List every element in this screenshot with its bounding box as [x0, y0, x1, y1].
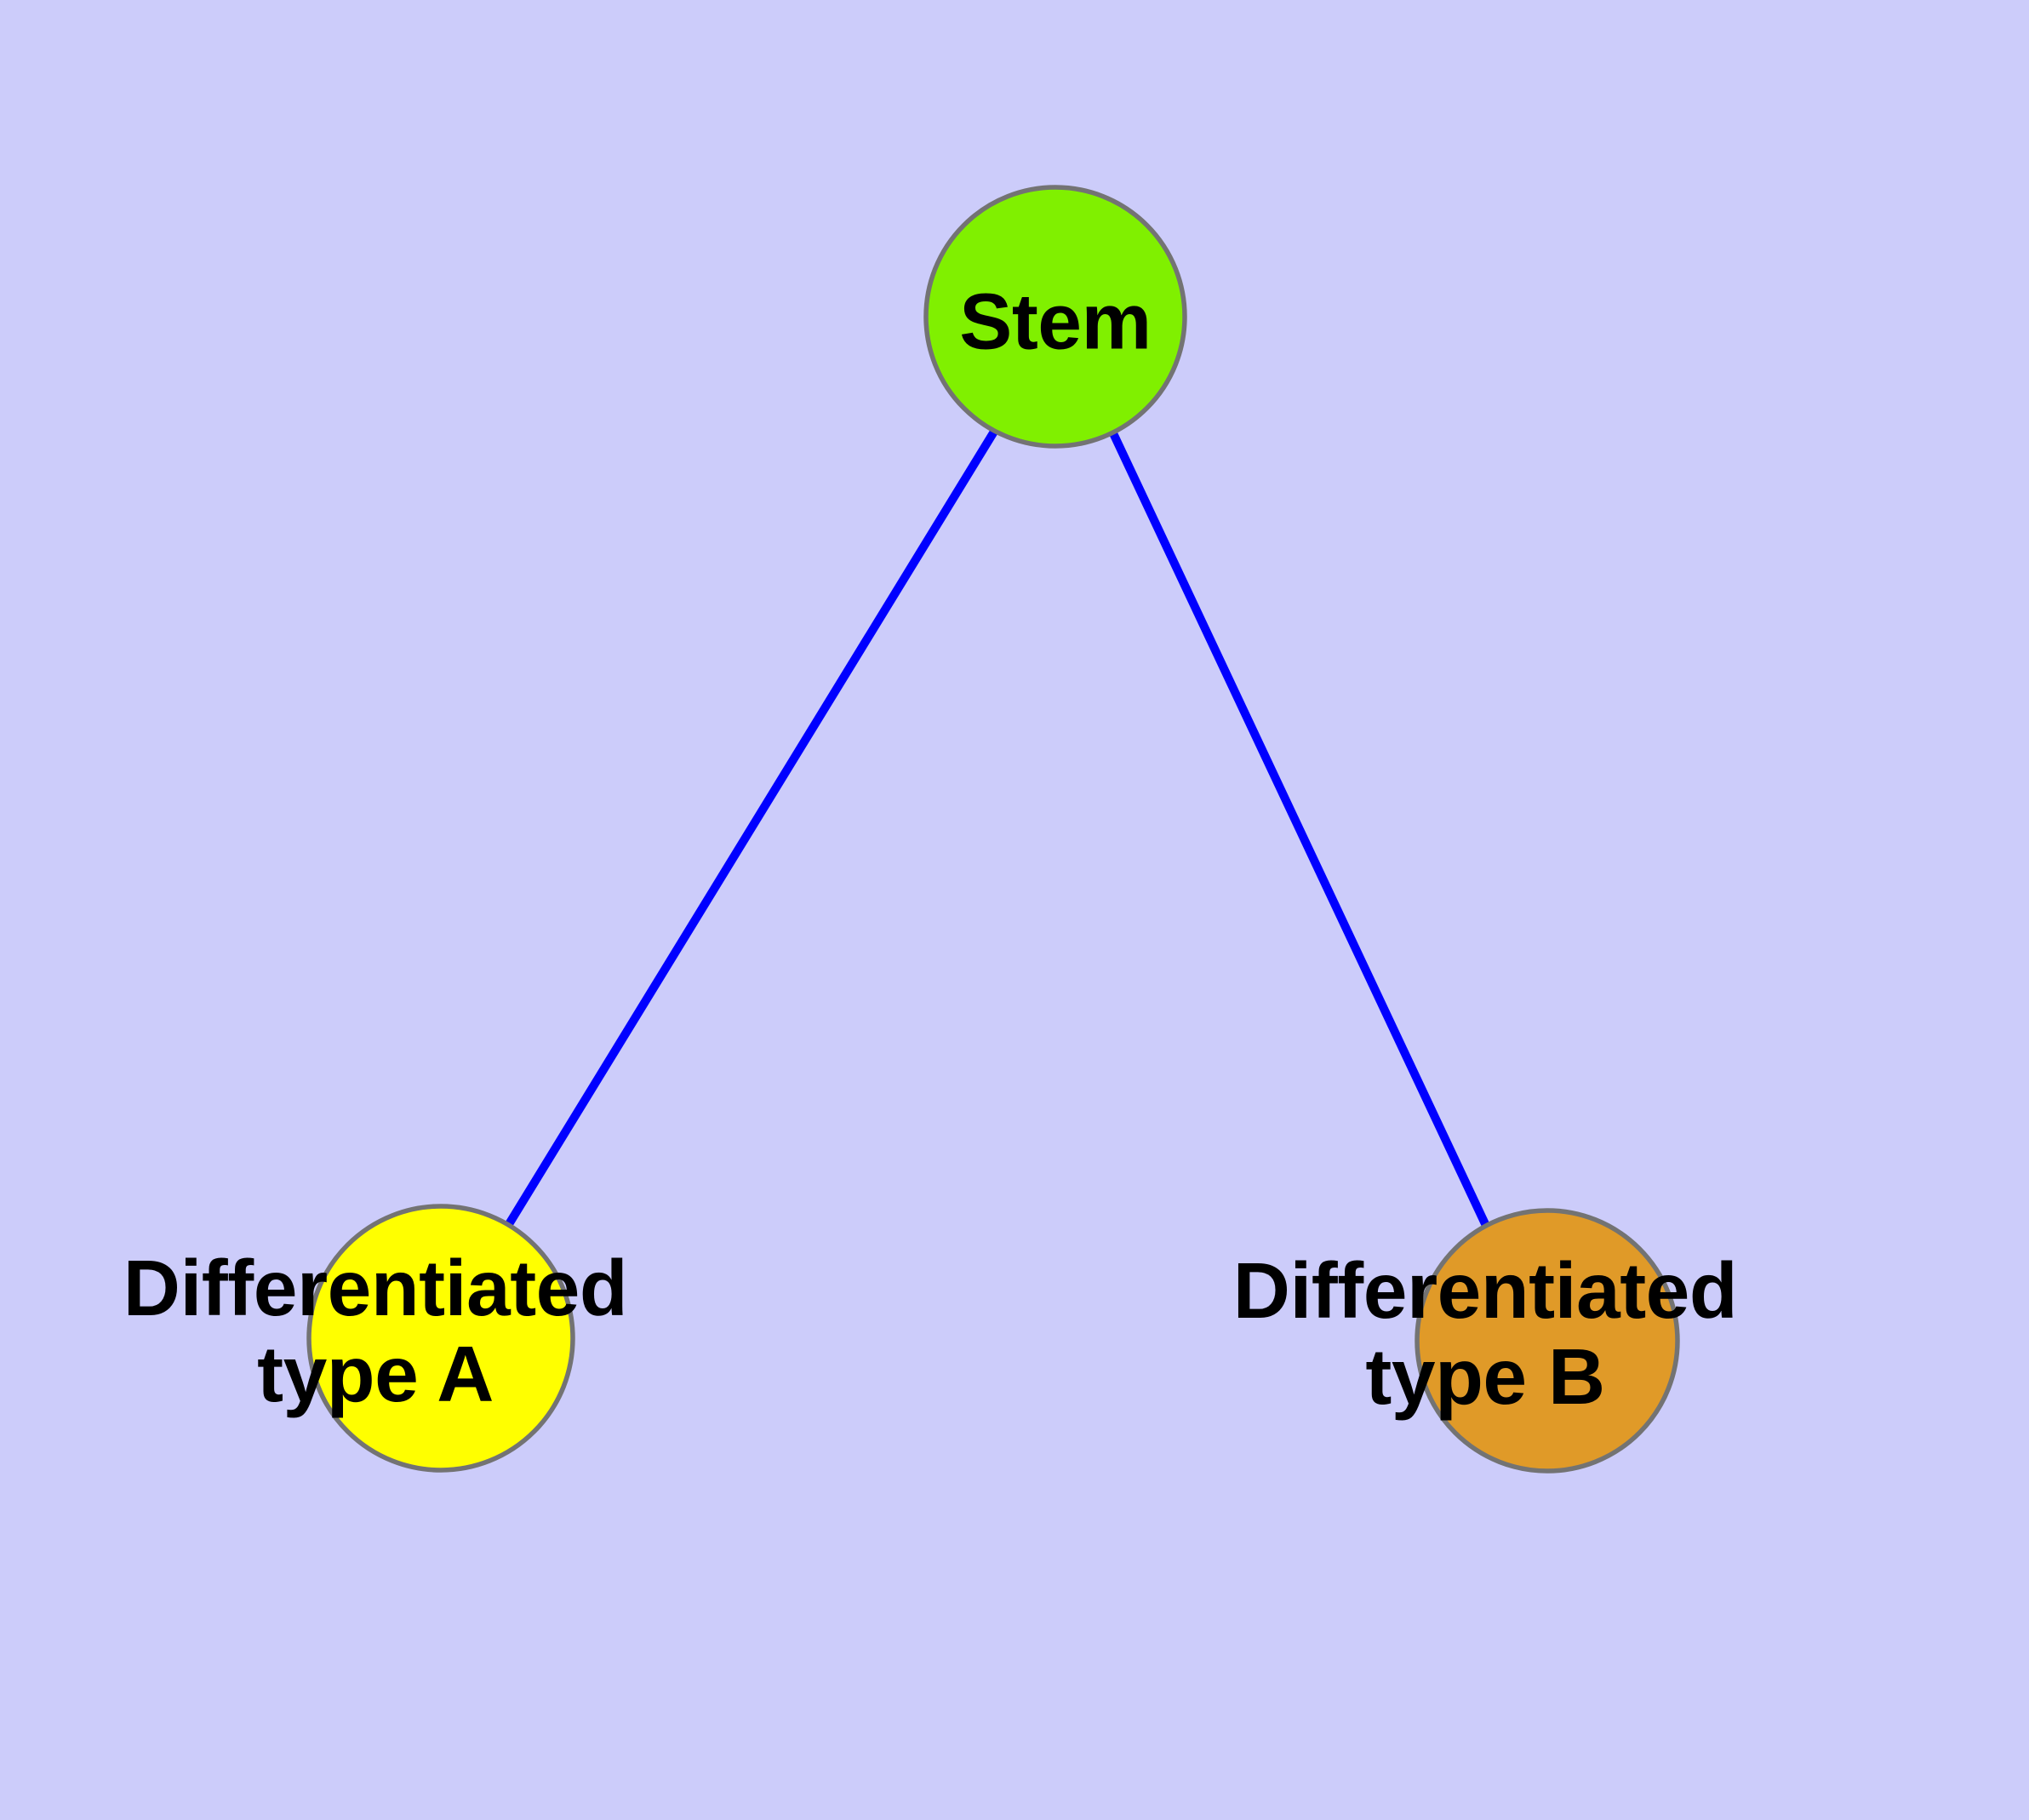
node-circle-differentiated-type-a[interactable]: [306, 1204, 575, 1473]
node-circle-stem[interactable]: [923, 185, 1187, 449]
node-layer: [306, 185, 1680, 1474]
edge-layer: [505, 429, 1491, 1230]
node-circle-differentiated-type-b[interactable]: [1415, 1208, 1680, 1474]
edge-stem-to-type-a[interactable]: [505, 429, 998, 1227]
edge-stem-to-type-b[interactable]: [1109, 431, 1491, 1230]
